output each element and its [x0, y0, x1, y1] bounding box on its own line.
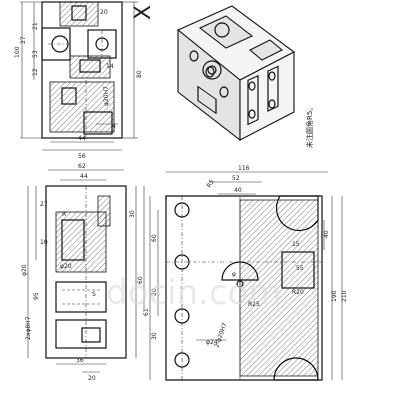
front-dim-left-4: 12: [32, 68, 39, 76]
front-dim-left-5: 21: [32, 22, 39, 30]
side-dim-top-2: 44: [80, 173, 88, 180]
front-dim-left-2: 100: [14, 46, 21, 58]
right-label-r25: R25: [248, 301, 260, 308]
right-label-20: 20: [151, 288, 158, 296]
front-label-phi20: φ20H7: [103, 86, 110, 106]
right-label-15: 15: [292, 241, 300, 248]
side-label-phi20: φ20: [21, 264, 28, 276]
right-dim-top-r5: R5: [206, 178, 216, 189]
side-label-2xphi8: 2xφ8H7: [25, 316, 32, 340]
right-label-30: 30: [151, 332, 158, 340]
side-dim-bottom-1: 36: [76, 357, 84, 364]
side-dim-bottom-2: 20: [88, 375, 96, 382]
isometric-view: X 未注圆角R5。: [131, 5, 314, 148]
front-label-20: 20: [100, 9, 108, 16]
side-label-10: 10: [40, 239, 48, 246]
front-dim-right-1: 80: [136, 70, 143, 78]
side-label-r: R: [62, 211, 66, 218]
side-label-30: 30: [129, 210, 136, 218]
side-dim-top-1: 62: [78, 163, 86, 170]
side-view: 62 44 27 10 95 φ20 2xφ8H7 30 60 R φ20 S …: [21, 163, 145, 382]
side-label-60: 60: [137, 276, 144, 284]
front-dim-left-3: 53: [32, 50, 39, 58]
right-dim-top-2: 52: [232, 175, 240, 182]
right-label-61: 61: [143, 308, 150, 316]
front-label-14: 14: [106, 63, 114, 70]
right-dim-top-1: 116: [238, 165, 250, 172]
front-dim-left-1: 27: [20, 36, 27, 44]
right-label-210: 210: [341, 290, 348, 302]
right-dim-top-3: 40: [234, 187, 242, 194]
note-fillet: 未注圆角R5。: [305, 104, 314, 148]
right-label-190: 190: [331, 290, 338, 302]
right-label-55: 55: [296, 265, 304, 272]
right-label-phi24: φ24: [206, 339, 218, 346]
front-dim-h-2: 56: [78, 153, 86, 160]
right-label-r20: R20: [292, 289, 304, 296]
corner-label: X: [131, 5, 156, 20]
front-dim-h-1: 44: [78, 135, 86, 142]
side-label-s: S: [92, 291, 96, 298]
right-label-60: 60: [151, 234, 158, 242]
front-view: 27 100 53 12 21 80 44 56 20 14 φ20H7 4: [14, 1, 143, 160]
side-label-27: 27: [40, 201, 48, 208]
side-label-phi20b: φ20: [60, 263, 72, 270]
watermark: docin.com: [106, 273, 282, 313]
front-label-4: 4: [112, 123, 116, 130]
right-label-40: 40: [323, 230, 330, 238]
side-label-95: 95: [33, 292, 40, 300]
right-label-phi: φ: [232, 271, 236, 278]
